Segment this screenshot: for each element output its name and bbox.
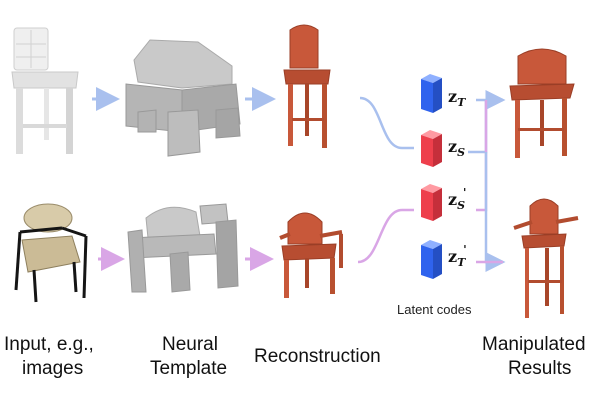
caption-template-line1: Neural (162, 334, 218, 355)
label-zS: zS (448, 137, 465, 159)
input-bar-chair-image (11, 27, 79, 154)
latent-cube-zT (421, 74, 442, 113)
reconstruction-bar-chair (283, 24, 331, 148)
route-zS-prime-to-result-top (476, 100, 488, 212)
latent-cube-zT-prime (421, 240, 442, 279)
neural-template-bottom (127, 203, 239, 293)
caption-results-line2: Results (508, 358, 571, 379)
caption-input-line1: Input, e.g., (4, 334, 94, 355)
input-armchair-image (14, 203, 88, 303)
reconstruction-armchair (279, 212, 343, 298)
caption-reconstruction: Reconstruction (254, 346, 381, 367)
caption-template-line2: Template (150, 358, 227, 379)
caption-results-line1: Manipulated (482, 334, 586, 355)
result-chair-bottom (513, 198, 579, 318)
result-chair-top (509, 48, 575, 158)
connector-recon-bottom-to-latent (357, 208, 414, 264)
latent-codes-label: Latent codes (397, 302, 472, 317)
label-zS-prime: zS' (448, 186, 466, 212)
label-zT: zT (448, 87, 466, 109)
latent-cube-zS-prime (421, 184, 442, 221)
latent-cube-zS (421, 130, 442, 167)
route-to-result-bottom (484, 152, 506, 272)
label-zT-prime: zT' (448, 243, 467, 269)
neural-template-top (125, 39, 241, 157)
route-zS-to-result-bottom (468, 100, 488, 154)
connector-recon-top-to-latent (359, 96, 414, 150)
caption-input-line2: images (22, 358, 83, 379)
